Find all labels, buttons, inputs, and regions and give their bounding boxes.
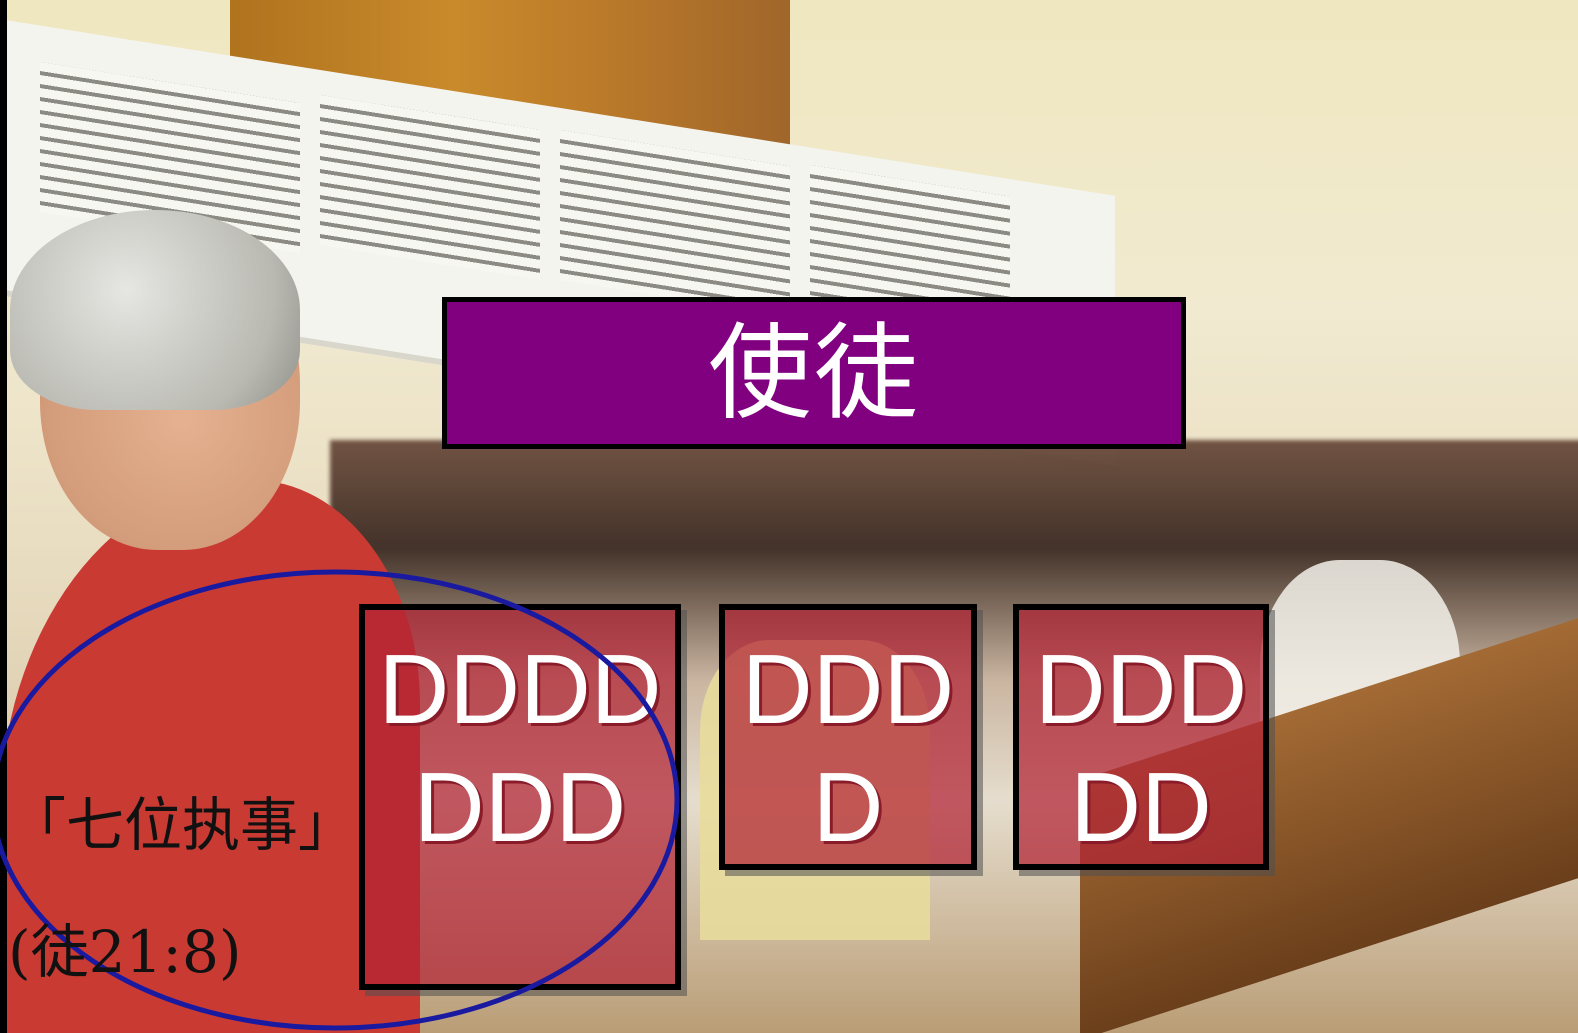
card-1-label: DDDD DDD <box>378 634 662 862</box>
card-3-label: DDD DD <box>1034 634 1248 862</box>
title-text: 使徒 <box>707 312 920 434</box>
title-box: 使徒 <box>442 297 1186 449</box>
card-1: DDDD DDD <box>359 604 681 990</box>
card-2: DDD D <box>719 604 977 870</box>
card-2-label: DDD D <box>741 634 955 862</box>
card-3: DDD DD <box>1013 604 1269 870</box>
caption-verse-ref: (徒21:8) <box>8 918 242 986</box>
caption-seven-deacons: 「七位执事」 <box>8 791 357 859</box>
left-border <box>0 0 7 1033</box>
person-hair <box>10 210 300 410</box>
